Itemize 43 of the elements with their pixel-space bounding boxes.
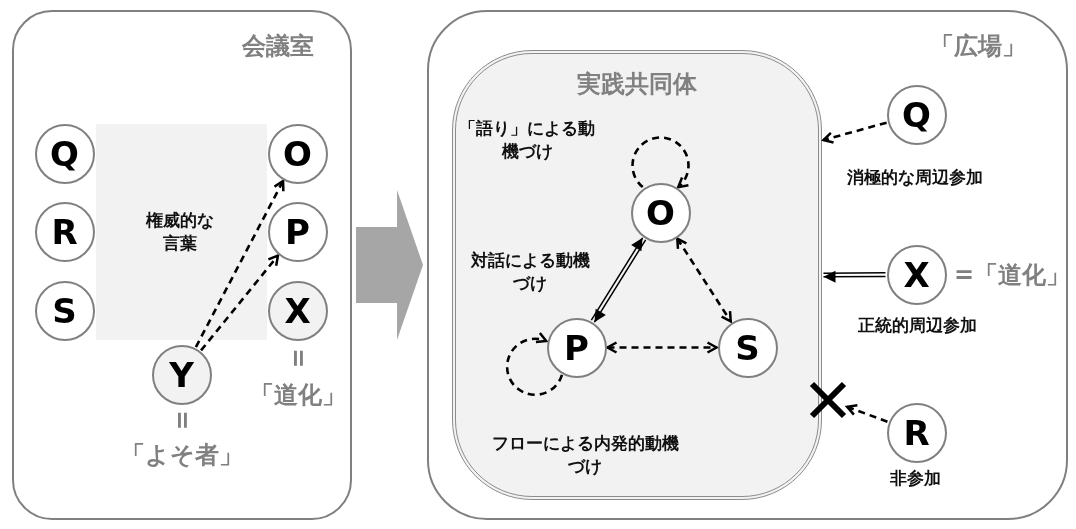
- arrow: [822, 121, 887, 144]
- loop-arrow: [505, 332, 564, 397]
- equals-sign: =: [167, 410, 198, 431]
- node-caption: 消極的な周辺参加: [847, 165, 983, 189]
- arrow: [822, 270, 887, 283]
- letter-circle: P: [267, 201, 328, 262]
- letter-circle: P: [546, 317, 607, 378]
- letter-circle: S: [717, 317, 778, 378]
- node-caption: =「道化」: [954, 260, 1071, 291]
- block-arrow: [356, 190, 423, 340]
- node-caption: 非参加: [889, 466, 941, 490]
- arrow: [676, 237, 732, 323]
- arrow: [606, 341, 718, 354]
- letter-circle: O: [267, 123, 328, 184]
- edge-label: 権威的な言葉: [145, 209, 215, 255]
- arrow: [194, 179, 285, 348]
- edge-label: 対話による動機づけ: [469, 249, 591, 295]
- room-panel: [427, 10, 1068, 520]
- edge-label: フローによる内発的動機づけ: [490, 432, 680, 478]
- letter-circle: R: [886, 402, 947, 463]
- arrow: [200, 254, 280, 352]
- cross-mark: [807, 379, 848, 420]
- room-panel: [12, 10, 352, 520]
- node-caption: 正統的周辺参加: [857, 313, 977, 337]
- letter-circle: Q: [34, 123, 95, 184]
- letter-circle: X: [267, 280, 328, 341]
- community-panel: [451, 49, 822, 500]
- letter-circle: X: [886, 244, 947, 305]
- letter-circle: S: [34, 280, 95, 341]
- loop-arrow: [631, 136, 690, 189]
- arrow: [845, 404, 888, 423]
- edge-label: 「語り」による動機づけ: [458, 117, 596, 163]
- letter-circle: Y: [151, 344, 212, 405]
- letter-circle: R: [34, 201, 95, 262]
- equals-sign: =: [283, 348, 314, 369]
- letter-circle: O: [630, 182, 691, 243]
- panel-title: 実践共同体: [575, 68, 698, 100]
- arrow: [590, 237, 647, 323]
- panel-title: 「広場」: [930, 31, 1026, 62]
- letter-circle: Q: [886, 84, 947, 145]
- panel-title: 会議室: [242, 31, 314, 62]
- node-caption: 「道化」: [250, 380, 346, 411]
- node-caption: 「よそ者」: [121, 440, 243, 471]
